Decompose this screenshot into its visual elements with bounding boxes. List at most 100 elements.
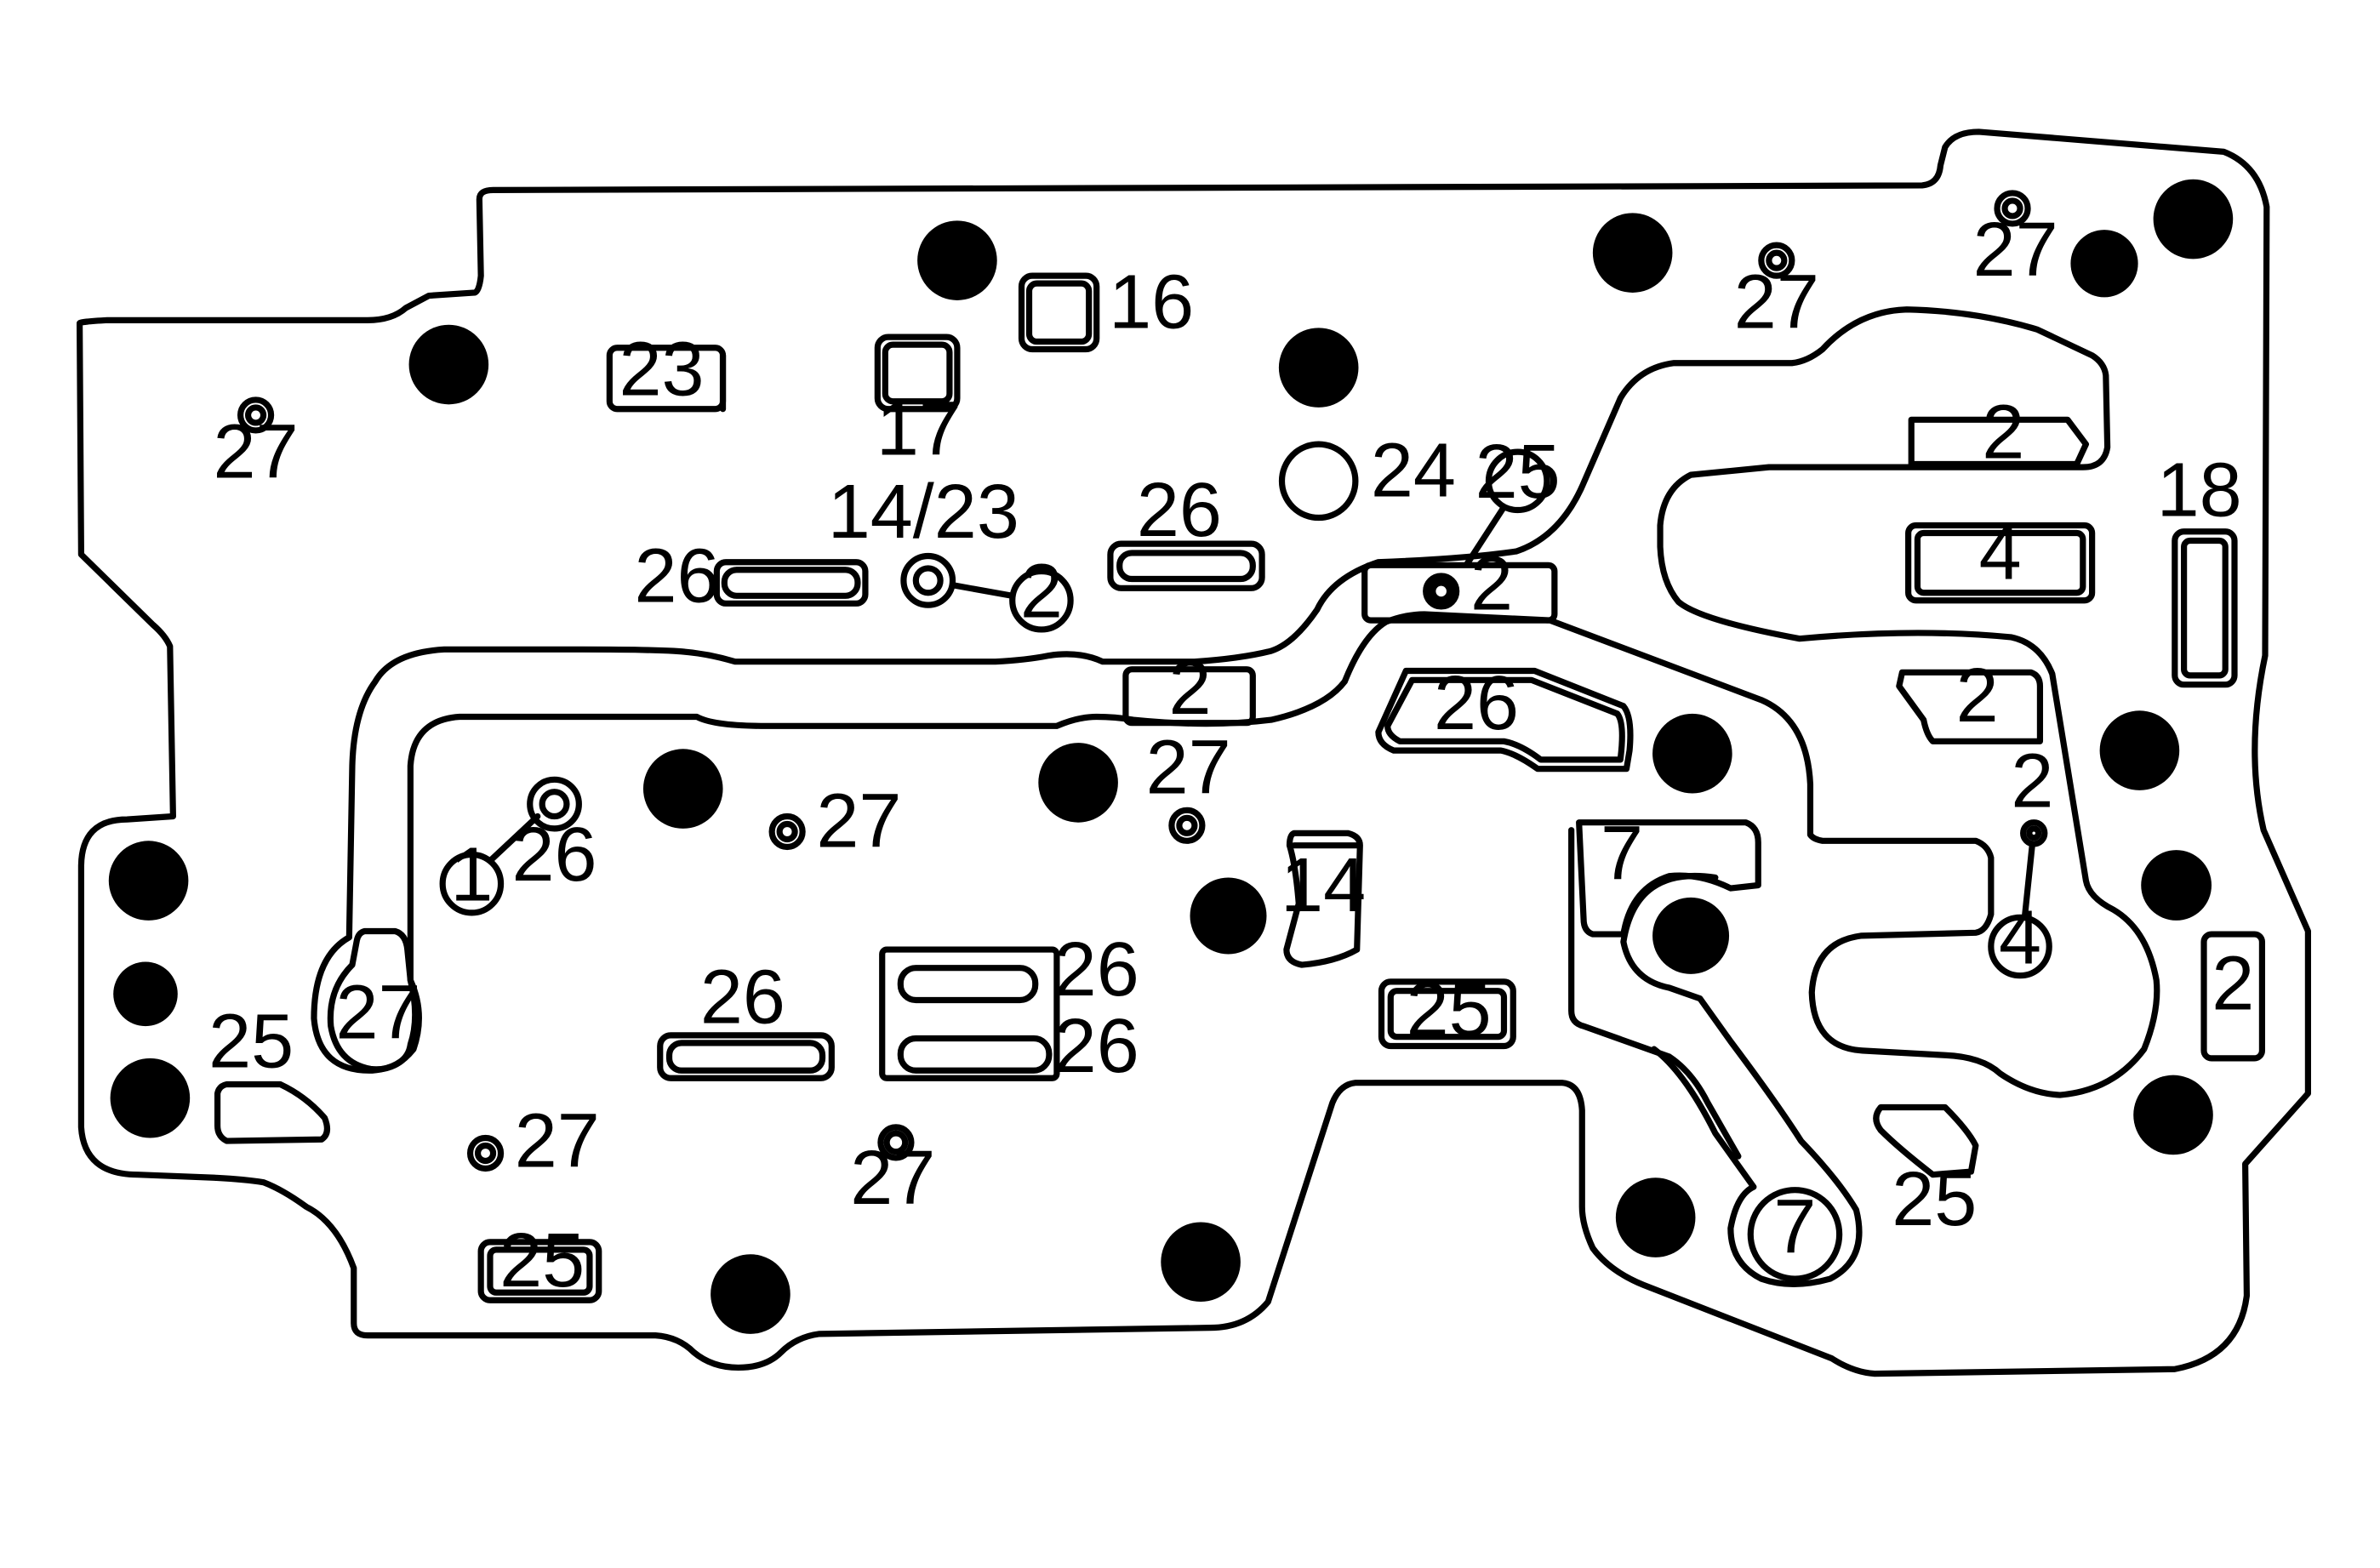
bolt-hole: [408, 324, 489, 405]
callouts: [439, 448, 2052, 979]
ring-hole: [776, 820, 798, 843]
bolt-hole: [1038, 743, 1118, 823]
slot-26-lower: [657, 1032, 835, 1081]
callout-1: [439, 851, 505, 916]
label-27: 27: [214, 410, 299, 495]
leader-2-left: [949, 582, 1016, 599]
slot-25-right: [1873, 1103, 1979, 1178]
slot-25-bottom: [477, 1239, 602, 1303]
slots: [214, 272, 2266, 1303]
label-26: 26: [1054, 927, 1139, 1012]
labels: 27 23 17 16 24 25 27 27 14/23 26 26 2 2 …: [208, 208, 2254, 1303]
bolt-holes: [108, 179, 2234, 1334]
slot-26-top: [1107, 540, 1265, 591]
bolt-hole: [1652, 713, 1732, 794]
ring-hole: [1428, 578, 1454, 605]
bolt-hole: [1592, 213, 1673, 293]
label-2-center: 2: [1470, 542, 1513, 627]
callout-4: [1988, 914, 2052, 979]
ring-hole: [2001, 197, 2023, 220]
hole-24: [1278, 441, 1359, 522]
ring-hole: [474, 1142, 497, 1165]
ring-hole: [1766, 249, 1788, 271]
slot-25-left: [214, 1080, 331, 1144]
bolt-hole: [2070, 230, 2138, 298]
bolt-hole: [113, 961, 178, 1027]
circle-7: [1747, 1187, 1843, 1282]
label-16: 16: [1109, 259, 1194, 345]
bolt-hole: [917, 220, 997, 300]
bolt-hole: [110, 1058, 191, 1138]
label-2-far-right: 2: [2212, 941, 2254, 1026]
ring-hole: [527, 776, 582, 832]
slot-7: [1576, 819, 1761, 938]
ring-hole: [466, 1134, 505, 1172]
label-26: 26: [1054, 1004, 1139, 1089]
slot-17-inner: [882, 341, 953, 405]
slot-25-mid: [1378, 978, 1516, 1050]
label-2-small: 2: [2011, 739, 2053, 824]
slot-2-far-right: [2200, 931, 2266, 1062]
label-26: 26: [1137, 468, 1222, 553]
callout-2-left: [1009, 567, 1074, 633]
ring-hole: [244, 404, 267, 426]
small-ring-holes: [237, 190, 2048, 1172]
label-26-diamond: 26: [1434, 661, 1519, 746]
label-18: 18: [2157, 448, 2242, 533]
leader-25: [1464, 504, 1508, 567]
slot-17: [874, 334, 961, 413]
slot-4-inner: [1914, 529, 2086, 596]
bolt-hole: [1652, 897, 1730, 974]
slot-14: [1283, 830, 1363, 968]
label-25-mid: 25: [1407, 967, 1492, 1052]
slot-26-diamond: [1375, 667, 1634, 773]
leader-4: [2021, 841, 2036, 921]
label-2-callout: 2: [1020, 550, 1063, 635]
label-14-23: 14/23: [828, 470, 1019, 555]
bolt-hole: [1278, 328, 1359, 408]
bolt-hole: [2141, 850, 2212, 921]
ring-hole: [883, 1130, 909, 1155]
slot-25-mid-inner: [1387, 988, 1508, 1041]
slot-26-stack-upper: [897, 965, 1039, 1004]
slot-18-inner: [2181, 537, 2229, 679]
ring-hole: [1994, 190, 2031, 227]
slot-26-stack-lower: [897, 1035, 1053, 1074]
bolt-hole: [2099, 710, 2180, 790]
slot-2-right-mid: [1896, 669, 2044, 744]
ring-hole: [1168, 807, 1206, 844]
bolt-hole: [1190, 877, 1267, 955]
slot-26-left-inner: [721, 567, 861, 599]
label-27: 27: [1973, 208, 2058, 293]
lobe-27-outline: [327, 927, 422, 1073]
label-25-left: 25: [208, 1000, 294, 1085]
slot-16: [1018, 272, 1100, 353]
ring-hole: [539, 789, 570, 820]
label-2-right-mid: 2: [1956, 653, 1999, 738]
ring-hole: [900, 552, 956, 608]
label-7-circle: 7: [1773, 1184, 1816, 1269]
label-14: 14: [1281, 843, 1366, 928]
bolt-hole: [2153, 179, 2234, 259]
callout-25: [1485, 448, 1550, 514]
label-26: 26: [512, 813, 597, 898]
label-17: 17: [876, 387, 962, 472]
label-27-lobe: 27: [336, 970, 421, 1055]
label-25-callout: 25: [1475, 430, 1561, 515]
label-4-callout: 4: [1999, 895, 2041, 980]
slot-7-inner: [1568, 827, 1742, 1160]
plate-outline: [76, 128, 2312, 1377]
ring-hole: [912, 565, 944, 596]
slot-26-diamond-inner: [1384, 676, 1625, 763]
slot-2-center: [1361, 562, 1558, 624]
slot-2-lower: [1122, 666, 1256, 727]
slot-26-stack-frame: [879, 946, 1060, 1081]
slot-25-bottom-inner: [487, 1246, 593, 1296]
label-27: 27: [1734, 259, 1819, 345]
label-27: 27: [850, 1136, 935, 1221]
label-26: 26: [700, 955, 785, 1040]
leader-1: [487, 813, 541, 864]
slot-26-lower-inner: [665, 1040, 826, 1074]
